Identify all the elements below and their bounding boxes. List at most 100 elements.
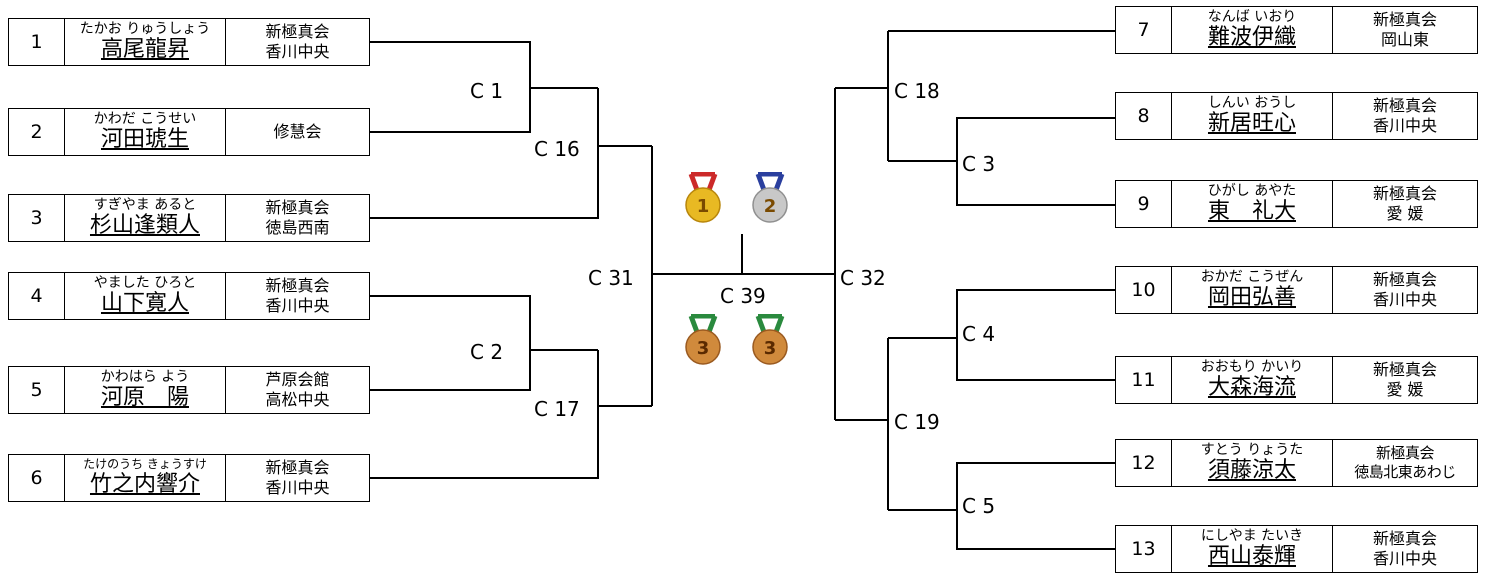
entry-team2: 高松中央 [265,390,330,409]
match-label-c2: C 2 [470,340,504,364]
entry-kana: たけのうち きょうすけ [83,457,207,472]
match-label-c3: C 3 [962,152,996,176]
medal-disc [752,187,788,223]
entry-8: 8 しんい おうし 新居旺心 新極真会 香川中央 [1115,92,1478,140]
entry-team1: 修慧会 [273,122,322,141]
entry-kana: おおもり かいり [1200,359,1304,376]
entry-name: 河田琥生 [100,127,189,153]
entry-team2: 徳島北東あわじ [1354,463,1456,481]
entry-10: 10 おかだ こうぜん 岡田弘善 新極真会 香川中央 [1115,266,1478,314]
entry-name-cell: なんば いおり 難波伊織 [1172,7,1333,53]
entry-7: 7 なんば いおり 難波伊織 新極真会 岡山東 [1115,6,1478,54]
entry-team1: 新極真会 [265,198,330,217]
gold-medal-icon: 1 [685,172,721,223]
entry-name: 新居旺心 [1207,111,1296,137]
entry-team-cell: 芦原会館 高松中央 [226,367,369,413]
entry-number: 12 [1116,440,1172,486]
match-label-c16: C 16 [534,137,580,161]
match-label-c19: C 19 [894,410,940,434]
entry-name-cell: かわだ こうせい 河田琥生 [65,109,226,155]
match-label-c31: C 31 [588,266,634,290]
entry-3: 3 すぎやま あると 杉山逢類人 新極真会 徳島西南 [8,194,370,242]
entry-2: 2 かわだ こうせい 河田琥生 修慧会 [8,108,370,156]
entry-team-cell: 新極真会 香川中央 [226,19,369,65]
entry-team2: 香川中央 [265,478,330,497]
entry-team-cell: 新極真会 愛 媛 [1333,357,1477,403]
entry-team1: 新極真会 [265,22,330,41]
match-label-c4: C 4 [962,322,996,346]
entry-5: 5 かわはら よう 河原 陽 芦原会館 高松中央 [8,366,370,414]
entry-kana: すぎやま あると [93,197,197,214]
medal-disc [752,329,788,365]
entry-name-cell: すぎやま あると 杉山逢類人 [65,195,226,241]
entry-team2: 愛 媛 [1386,380,1424,399]
entry-name-cell: たかお りゅうしょう 高尾龍昇 [65,19,226,65]
medal-ribbon [688,314,718,333]
medal-label: 1 [697,196,710,217]
entry-name-cell: かわはら よう 河原 陽 [65,367,226,413]
match-label-c32: C 32 [840,266,886,290]
entry-team-cell: 新極真会 香川中央 [226,455,369,501]
entry-name: 大森海流 [1207,375,1296,401]
medal-label: 3 [697,338,710,359]
entry-kana: ひがし あやた [1207,183,1297,200]
entry-name: 杉山逢類人 [89,213,200,239]
match-label-c18: C 18 [894,79,940,103]
entry-team-cell: 新極真会 香川中央 [226,273,369,319]
entry-team2: 香川中央 [1372,549,1437,568]
entry-team-cell: 新極真会 愛 媛 [1333,181,1477,227]
medal-disc [685,329,721,365]
entry-1: 1 たかお りゅうしょう 高尾龍昇 新極真会 香川中央 [8,18,370,66]
entry-name-cell: ひがし あやた 東 礼大 [1172,181,1333,227]
entry-team2: 香川中央 [265,296,330,315]
entry-team-cell: 新極真会 香川中央 [1333,93,1477,139]
entry-name: 河原 陽 [100,385,189,411]
entry-name-cell: たけのうち きょうすけ 竹之内響介 [65,455,226,501]
entry-team2: 香川中央 [265,42,330,61]
entry-team1: 新極真会 [1375,444,1435,463]
entry-name: 竹之内響介 [89,472,200,498]
entry-kana: たかお りゅうしょう [79,21,211,38]
entry-team-cell: 新極真会 香川中央 [1333,526,1477,572]
entry-team1: 新極真会 [265,276,330,295]
medal-ribbon [688,172,718,191]
entry-team-cell: 修慧会 [226,109,369,155]
medal-label: 2 [764,196,777,217]
entry-number: 13 [1116,526,1172,572]
entry-team-cell: 新極真会 香川中央 [1333,267,1477,313]
entry-number: 8 [1116,93,1172,139]
entry-kana: なんば いおり [1207,9,1297,26]
entry-team1: 新極真会 [1372,184,1437,203]
entry-kana: にしやま たいき [1200,528,1304,545]
entry-team2: 岡山東 [1380,30,1429,49]
entry-kana: かわだ こうせい [93,111,197,128]
entry-12: 12 すとう りょうた 須藤涼太 新極真会 徳島北東あわじ [1115,439,1478,487]
entry-team2: 香川中央 [1372,290,1437,309]
entry-team-cell: 新極真会 岡山東 [1333,7,1477,53]
entry-number: 7 [1116,7,1172,53]
entry-name-cell: すとう りょうた 須藤涼太 [1172,440,1333,486]
medal-label: 3 [764,338,777,359]
entry-kana: しんい おうし [1207,95,1297,112]
entry-kana: かわはら よう [100,369,190,386]
entry-name: 岡田弘善 [1207,285,1296,311]
medal-ribbon [755,314,785,333]
entry-number: 10 [1116,267,1172,313]
entry-name-cell: おおもり かいり 大森海流 [1172,357,1333,403]
entry-kana: やました ひろと [93,275,197,292]
entry-team1: 新極真会 [1372,270,1437,289]
entry-name: 高尾龍昇 [100,37,189,63]
entry-name: 須藤涼太 [1207,458,1296,484]
entry-name-cell: にしやま たいき 西山泰輝 [1172,526,1333,572]
entry-number: 5 [9,367,65,413]
entry-team2: 愛 媛 [1386,204,1424,223]
entry-name: 東 礼大 [1207,199,1296,225]
entry-name-cell: しんい おうし 新居旺心 [1172,93,1333,139]
entry-team1: 芦原会館 [265,370,330,389]
entry-team1: 新極真会 [1372,10,1437,29]
entry-team2: 香川中央 [1372,116,1437,135]
entry-name: 山下寛人 [100,291,189,317]
entry-kana: すとう りょうた [1200,442,1304,459]
entry-team1: 新極真会 [1372,529,1437,548]
